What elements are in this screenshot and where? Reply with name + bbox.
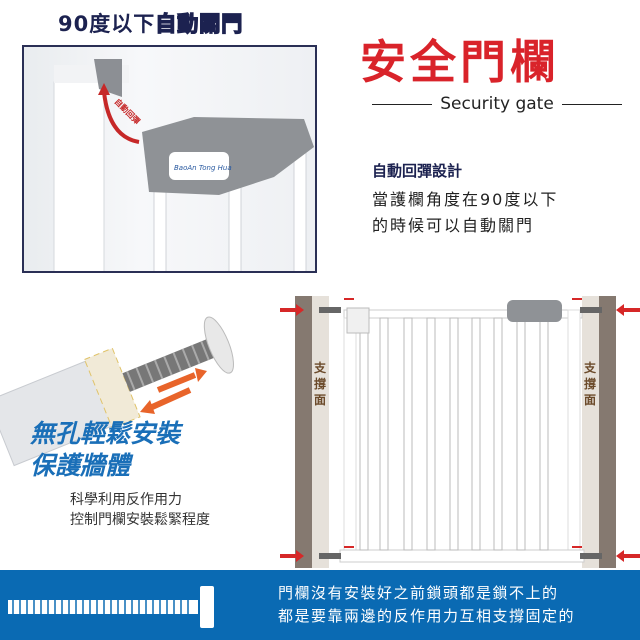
- desc-line: 控制門欄安裝鬆緊程度: [70, 512, 210, 528]
- title-outlined: 自動關門: [155, 11, 244, 36]
- auto-close-title: 90度以下自動關門: [58, 8, 243, 38]
- right-wall-label: 支撐面: [584, 361, 597, 407]
- screw-illustration: [0, 290, 270, 520]
- divider: [561, 103, 623, 105]
- brand-label: BaoAn Tong Hua: [174, 164, 232, 172]
- feature-line: 的時候可以自動關門: [372, 216, 535, 235]
- auto-close-photo: BaoAn Tong Hua 自動回彈: [22, 45, 317, 273]
- left-wall-label: 支撐面: [314, 361, 327, 407]
- feature-block: 自動回彈設計 當護欄角度在90度以下 的時候可以自動關門: [372, 160, 558, 239]
- subtitle: Security gate: [372, 94, 623, 114]
- arrow-label: 自動回彈: [113, 96, 143, 126]
- desc-line: 科學利用反作用力: [70, 492, 182, 508]
- feature-heading: 自動回彈設計: [372, 162, 463, 180]
- feature-line: 當護欄角度在90度以下: [372, 190, 559, 209]
- footer-line: 都是要靠兩邊的反作用力互相支撐固定的: [278, 607, 576, 625]
- divider: [372, 103, 433, 105]
- gate-diagram: 支撐面 支撐面: [272, 288, 640, 568]
- slogan-line: 保護牆體: [30, 451, 131, 480]
- install-slogan: 無孔輕鬆安裝 保護牆體 科學利用反作用力 控制門欄安裝鬆緊程度: [30, 418, 270, 530]
- footer-text: 門欄沒有安裝好之前鎖頭都是鎖不上的 都是要靠兩邊的反作用力互相支撐固定的: [278, 582, 575, 628]
- page-title: 安全門欄: [360, 35, 560, 89]
- subtitle-text: Security gate: [440, 94, 554, 114]
- footer-band: 門欄沒有安裝好之前鎖頭都是鎖不上的 都是要靠兩邊的反作用力互相支撐固定的: [0, 570, 640, 640]
- title-plain: 90度以下: [58, 12, 156, 36]
- slogan-line: 無孔輕鬆安裝: [30, 419, 181, 448]
- gate-hinge-illustration: BaoAn Tong Hua 自動回彈: [53, 59, 314, 271]
- footer-line: 門欄沒有安裝好之前鎖頭都是鎖不上的: [278, 584, 559, 602]
- screw-icon: [8, 586, 214, 628]
